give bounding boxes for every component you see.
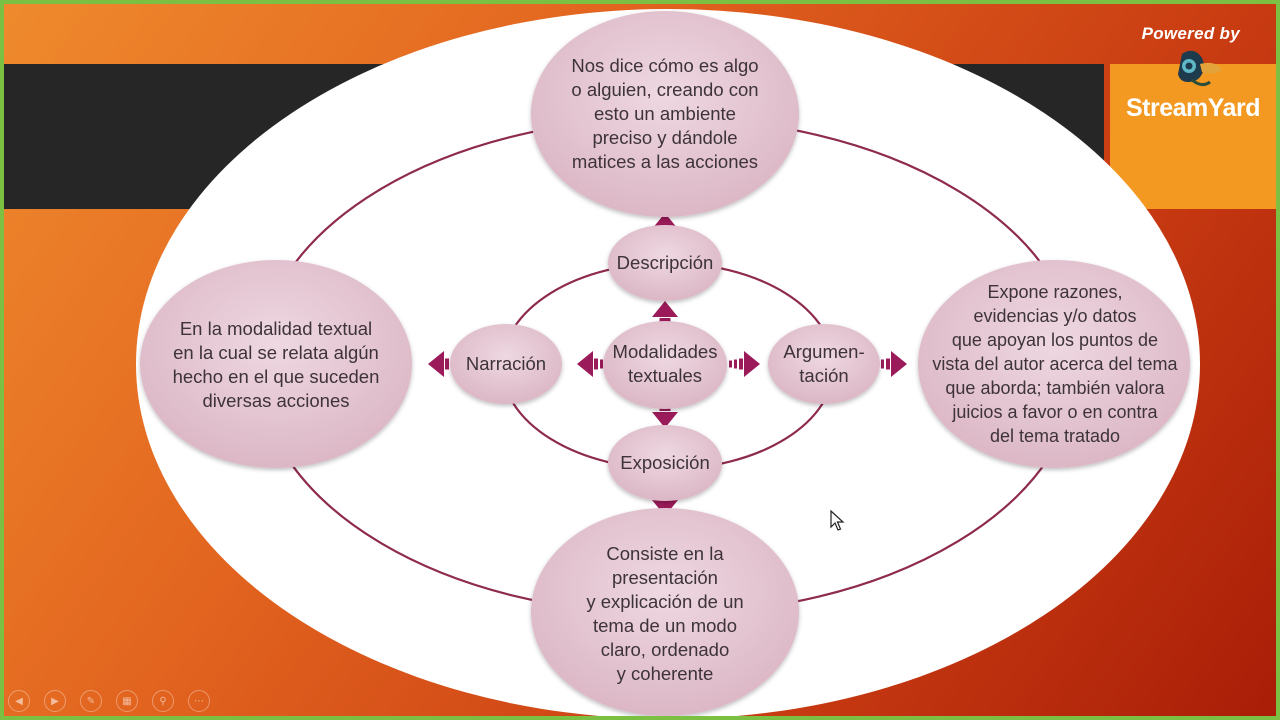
exposition-definition-bubble xyxy=(531,508,799,716)
modalities-diagram xyxy=(136,9,1200,716)
pen-icon[interactable]: ✎ xyxy=(80,690,102,712)
streamyard-duck-icon xyxy=(1178,50,1222,87)
presentation-slide: Nos dice cómo es algo o alguien, creando… xyxy=(4,4,1276,716)
narration-definition: En la modalidad textual en la cual se re… xyxy=(172,318,380,411)
slides-icon[interactable]: ▦ xyxy=(116,690,138,712)
narration-definition-bubble xyxy=(140,260,412,468)
powered-by-text: Powered by xyxy=(1141,24,1240,43)
description-definition: Nos dice cómo es algo o alguien, creando… xyxy=(571,55,759,172)
center-bubble xyxy=(603,321,727,409)
argumentation-label-bubble xyxy=(768,324,880,404)
narration-label: Narración xyxy=(465,353,547,374)
description-label-bubble xyxy=(608,225,722,301)
slide-toolbar: ◀ ▶ ✎ ▦ ⚲ ⋯ xyxy=(8,690,210,712)
argumentation-definition-bubble xyxy=(918,260,1190,468)
exposition-definition: Consiste en la presentación y explicació… xyxy=(586,543,744,684)
brand-panel xyxy=(1110,64,1276,209)
brand-name: StreamYard xyxy=(1126,94,1260,122)
prev-icon[interactable]: ◀ xyxy=(8,690,30,712)
description-label: Descripción xyxy=(616,252,714,273)
mouse-pointer-icon xyxy=(830,510,845,531)
argumentation-definition: Expone razones, evidencias y/o datos que… xyxy=(932,282,1178,446)
exposition-label: Exposición xyxy=(620,452,710,473)
description-definition-bubble xyxy=(531,11,799,217)
center-label: Modalidades textuales xyxy=(612,341,718,386)
narration-label-bubble xyxy=(450,324,562,404)
exposition-label-bubble xyxy=(608,425,722,501)
zoom-icon[interactable]: ⚲ xyxy=(152,690,174,712)
more-icon[interactable]: ⋯ xyxy=(188,690,210,712)
argumentation-label: Argumen- tación xyxy=(783,341,865,386)
next-icon[interactable]: ▶ xyxy=(44,690,66,712)
